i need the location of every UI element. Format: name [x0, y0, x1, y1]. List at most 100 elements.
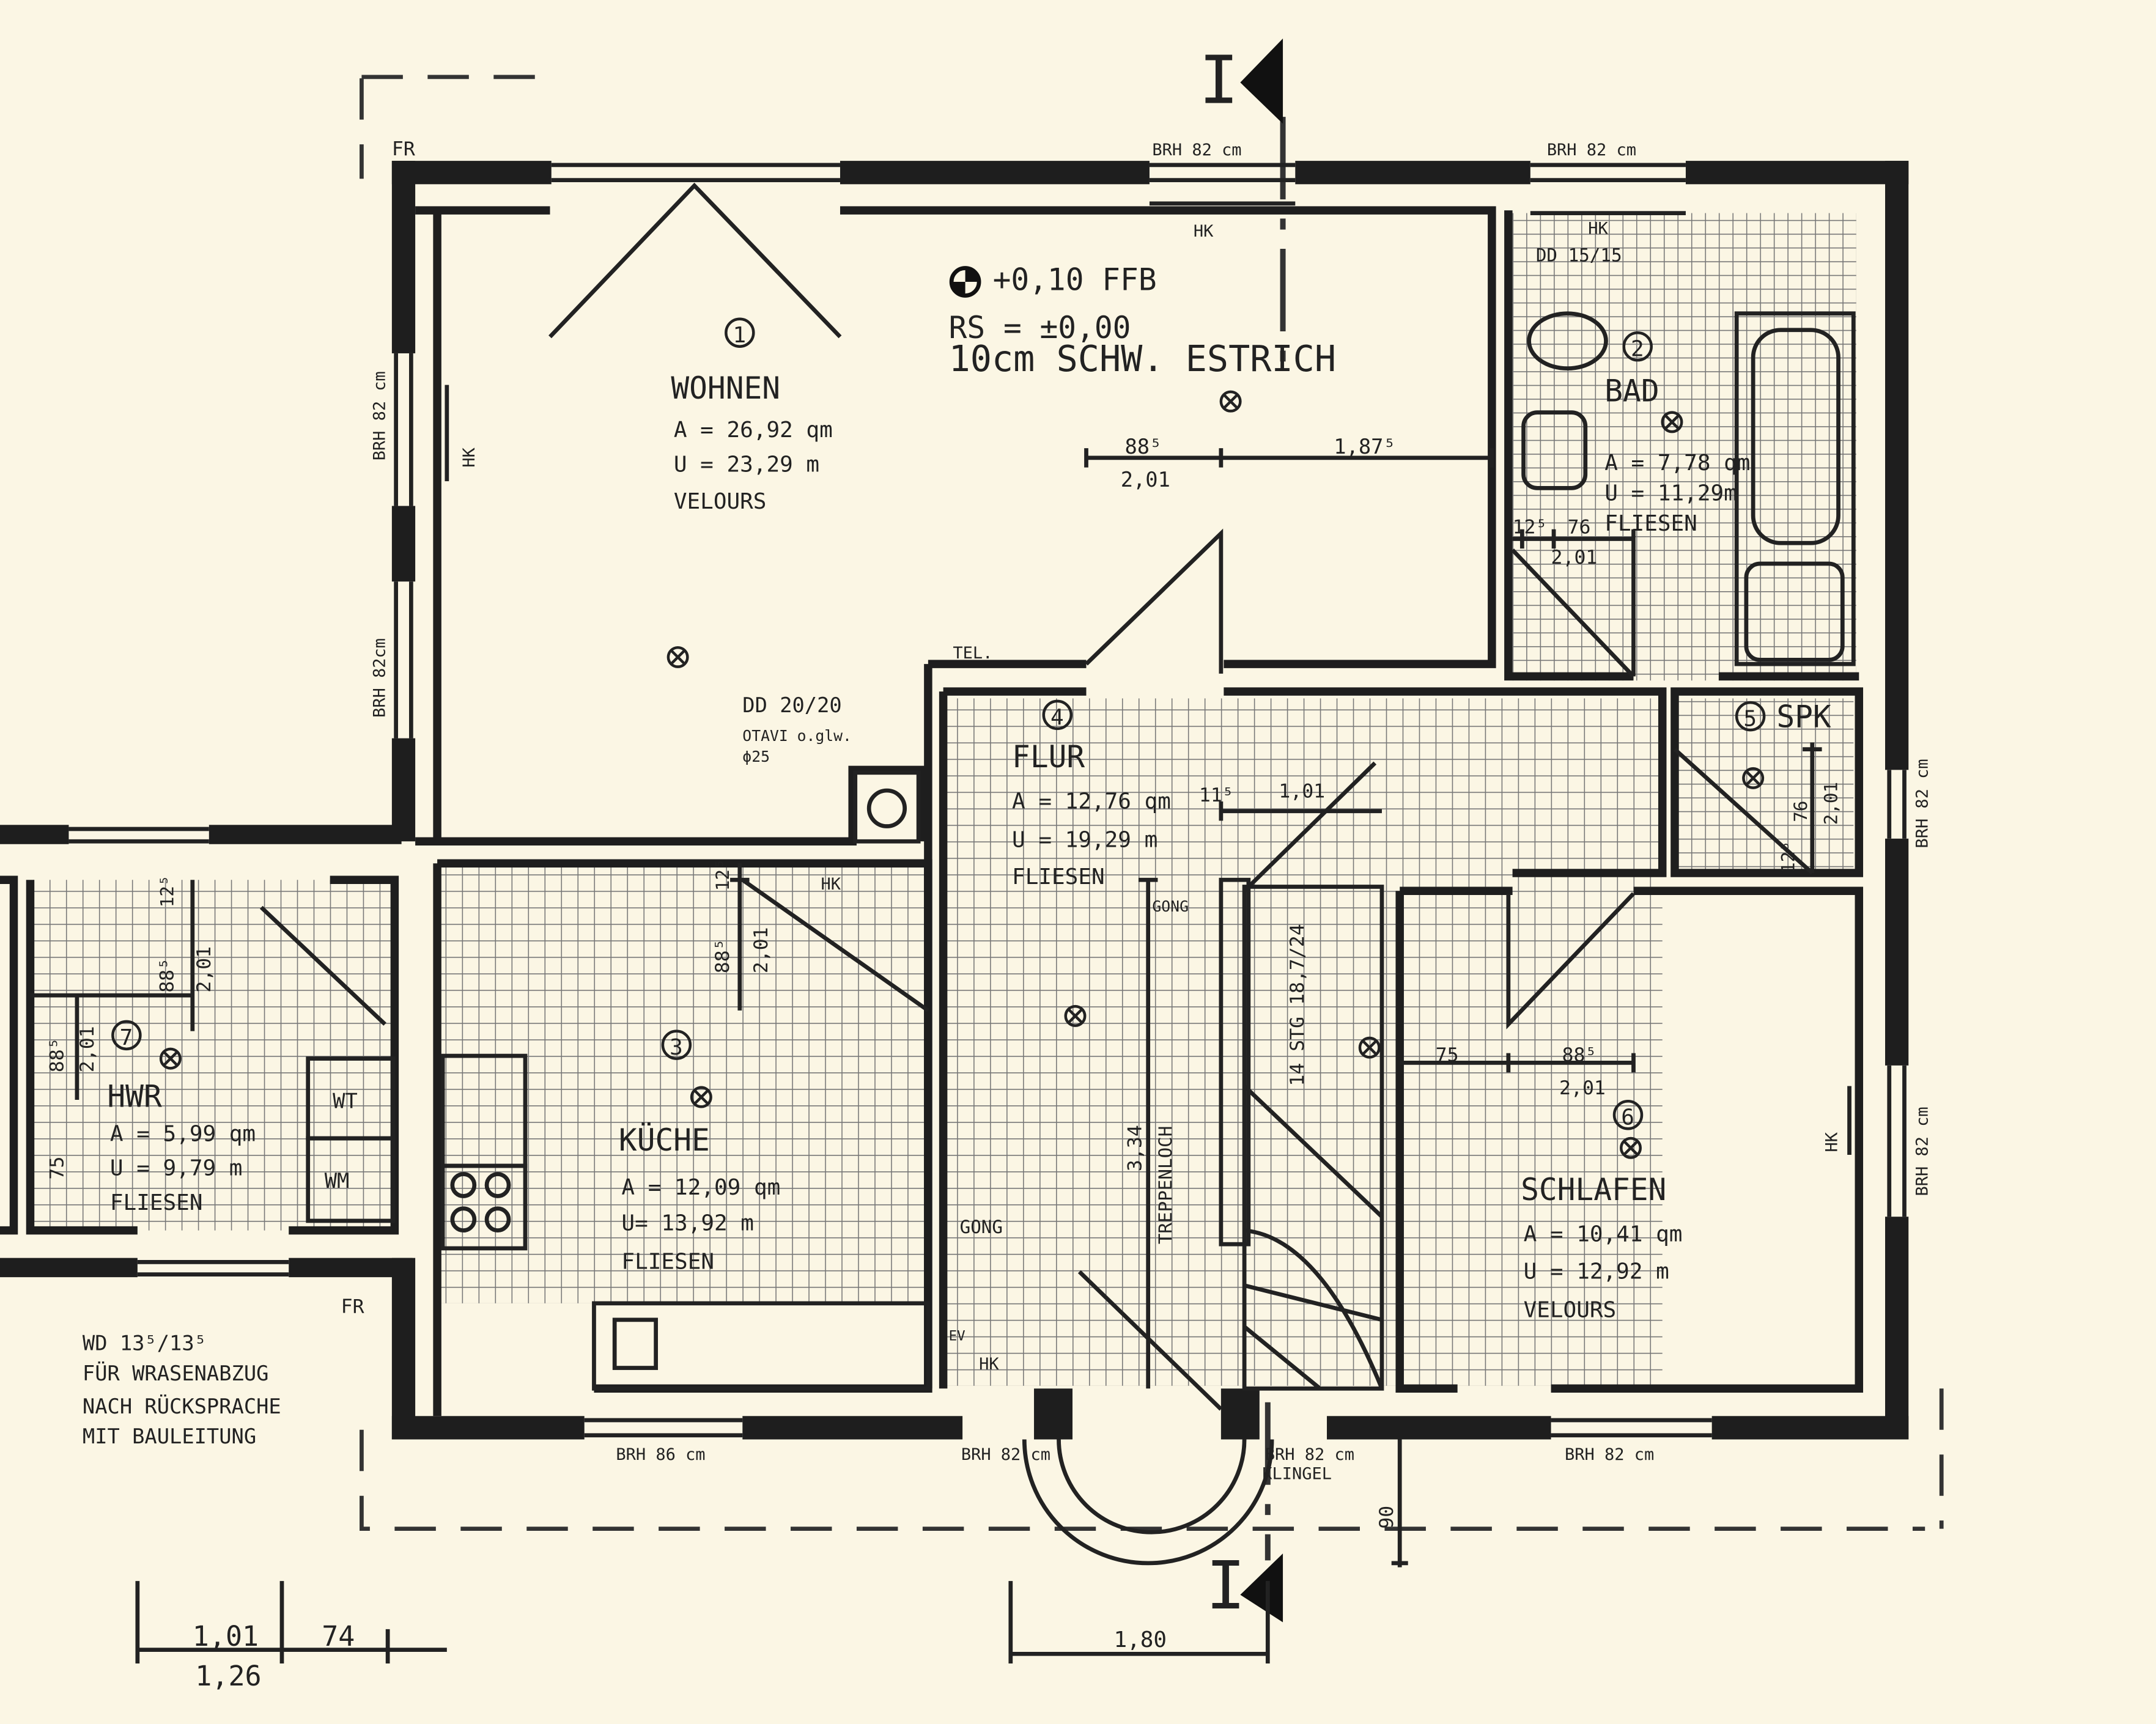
section-line: I I — [1199, 38, 1286, 1624]
hk-label-5: HK — [979, 1355, 999, 1374]
wm-label: WM — [325, 1169, 350, 1193]
gong-label-2: GONG — [960, 1217, 1003, 1237]
phi-label: ϕ25 — [742, 748, 770, 765]
hk-label-6: HK — [1822, 1132, 1841, 1152]
gong-label-1: GONG — [1152, 897, 1189, 915]
dim-bad-125: 12⁵ — [1513, 517, 1548, 539]
wd-label: WD 13⁵/13⁵ — [83, 1331, 207, 1355]
brh-right-2: BRH 82 cm — [1913, 1107, 1932, 1196]
room-spk: 5 SPK — [1735, 699, 1831, 735]
room-number: 2 — [1631, 336, 1644, 361]
spk-tiles — [1674, 698, 1854, 873]
room-perimeter: U= 13,92 m — [621, 1211, 754, 1236]
hk-label-1: HK — [1194, 222, 1214, 241]
level-ffb: +0,10 FFB — [993, 262, 1157, 297]
exterior-walls — [0, 161, 1909, 1440]
room-perimeter: U = 23,29 m — [674, 452, 819, 477]
room-kueche: 3 KÜCHE A = 12,09 qm U= 13,92 m FLIESEN — [619, 1030, 780, 1275]
brh-top-1: BRH 82 cm — [1152, 141, 1241, 160]
dim-bad-76: 76 — [1568, 517, 1591, 539]
windows — [68, 163, 1907, 1438]
dimension-text: 88⁵ 2,01 1,87⁵ 12⁵ 76 2,01 11⁵ 1,01 3,34… — [46, 435, 1841, 1692]
dim-kueche-125: 12⁵ — [712, 858, 733, 891]
annotations: FR FR TEL. DD 15/15 DD 20/20 OTAVI o.glw… — [83, 138, 1622, 1484]
brh-left-1: BRH 82 cm — [371, 371, 389, 460]
dim-bottom-74: 74 — [322, 1620, 355, 1652]
ev-label: EV — [949, 1328, 965, 1344]
wrasen-line-1: FÜR WRASENABZUG — [83, 1361, 269, 1385]
section-marker-bottom: I — [1206, 1548, 1246, 1624]
klingel-label: KLINGEL — [1262, 1465, 1332, 1484]
dim-schlafen-201: 2,01 — [1559, 1077, 1606, 1099]
room-number: 5 — [1743, 706, 1757, 731]
tel-label: TEL. — [953, 644, 992, 663]
room-area: A = 26,92 qm — [674, 418, 833, 443]
room-name: WOHNEN — [671, 370, 780, 406]
dim-wohnen-885: 88⁵ — [1124, 435, 1162, 459]
outer-dashed-frame — [360, 75, 1944, 1531]
light-markers — [159, 390, 1765, 1159]
dim-hwr-125: 12⁵ — [157, 875, 177, 907]
room-area: A = 7,78 qm — [1604, 451, 1750, 476]
dimension-lines — [30, 448, 1822, 1664]
treppenloch-label: TREPPENLOCH — [1155, 1126, 1176, 1245]
room-perimeter: U = 12,92 m — [1524, 1259, 1669, 1284]
dim-kueche-201: 2,01 — [750, 927, 772, 973]
wrasen-line-3: MIT BAULEITUNG — [83, 1424, 256, 1448]
fr-label-top: FR — [392, 138, 415, 160]
room-name: KÜCHE — [619, 1122, 710, 1158]
dim-bottom-101: 1,01 — [193, 1620, 259, 1652]
brh-bottom-3: BRH 82 cm — [1265, 1445, 1354, 1464]
dim-hwr-201a: 2,01 — [193, 946, 215, 993]
level-estrich: 10cm SCHW. ESTRICH — [949, 338, 1336, 380]
dim-spk-125: 12⁵ — [1778, 841, 1799, 873]
dim-schlafen-885: 88⁵ — [1562, 1044, 1597, 1066]
room-name: FLUR — [1012, 739, 1085, 775]
section-marker-top: I — [1199, 43, 1239, 119]
window-labels: BRH 82 cm BRH 82 cm BRH 86 cm BRH 82 cm … — [371, 141, 1932, 1464]
dim-wohnen-201: 2,01 — [1121, 468, 1170, 492]
dim-bad-201: 2,01 — [1551, 547, 1598, 569]
room-name: SCHLAFEN — [1521, 1172, 1666, 1207]
level-mark: +0,10 FFB RS = ±0,00 10cm SCHW. ESTRICH — [949, 262, 1336, 380]
dim-hwr-885a: 88⁵ — [156, 958, 178, 993]
brh-bottom-4: BRH 82 cm — [1565, 1445, 1654, 1464]
dim-bottom-126: 1,26 — [195, 1660, 261, 1692]
hk-label-3: HK — [460, 447, 479, 467]
room-perimeter: U = 19,29 m — [1012, 827, 1157, 852]
hwr-tiles — [30, 880, 395, 1231]
dim-flur-334: 3,34 — [1124, 1125, 1146, 1171]
room-floor: VELOURS — [1524, 1297, 1617, 1322]
room-perimeter: U = 11,29m — [1604, 481, 1737, 506]
dim-spk-201: 2,01 — [1820, 782, 1841, 825]
dim-hwr-75: 75 — [46, 1157, 68, 1180]
dim-bottom-180: 1,80 — [1113, 1627, 1167, 1652]
room-schlafen: 6 SCHLAFEN A = 10,41 qm U = 12,92 m VELO… — [1521, 1100, 1682, 1322]
room-bad: 2 BAD A = 7,78 qm U = 11,29m FLIESEN — [1604, 331, 1750, 536]
room-area: A = 5,99 qm — [110, 1122, 256, 1147]
room-number: 3 — [670, 1035, 683, 1060]
brh-bottom-1: BRH 86 cm — [616, 1445, 705, 1464]
brh-right-1: BRH 82 cm — [1913, 759, 1932, 848]
room-wohnen: 1 WOHNEN A = 26,92 qm U = 23,29 m VELOUR… — [671, 317, 833, 514]
brh-top-2: BRH 82 cm — [1547, 141, 1636, 160]
dim-hwr-201b: 2,01 — [76, 1026, 98, 1072]
dim-wohnen-1875: 1,87⁵ — [1334, 435, 1396, 459]
room-number: 7 — [120, 1025, 133, 1050]
room-number: 6 — [1621, 1105, 1634, 1130]
dim-flur-101: 1,01 — [1279, 780, 1325, 802]
dd-20-label: DD 20/20 — [742, 693, 841, 717]
room-area: A = 12,76 qm — [1012, 789, 1171, 814]
room-number: 1 — [733, 323, 747, 348]
room-floor: FLIESEN — [110, 1190, 203, 1215]
wt-label: WT — [333, 1089, 358, 1113]
dim-bottom-90: 90 — [1376, 1506, 1398, 1529]
room-floor: VELOURS — [674, 489, 767, 514]
dim-schlafen-75: 75 — [1436, 1044, 1459, 1066]
dim-hwr-885b: 88⁵ — [46, 1037, 68, 1072]
room-perimeter: U = 9,79 m — [110, 1156, 243, 1181]
staircase — [1022, 877, 1384, 1566]
room-area: A = 12,09 qm — [621, 1175, 780, 1200]
room-floor: FLIESEN — [1012, 864, 1105, 890]
brh-bottom-2: BRH 82 cm — [961, 1445, 1050, 1464]
